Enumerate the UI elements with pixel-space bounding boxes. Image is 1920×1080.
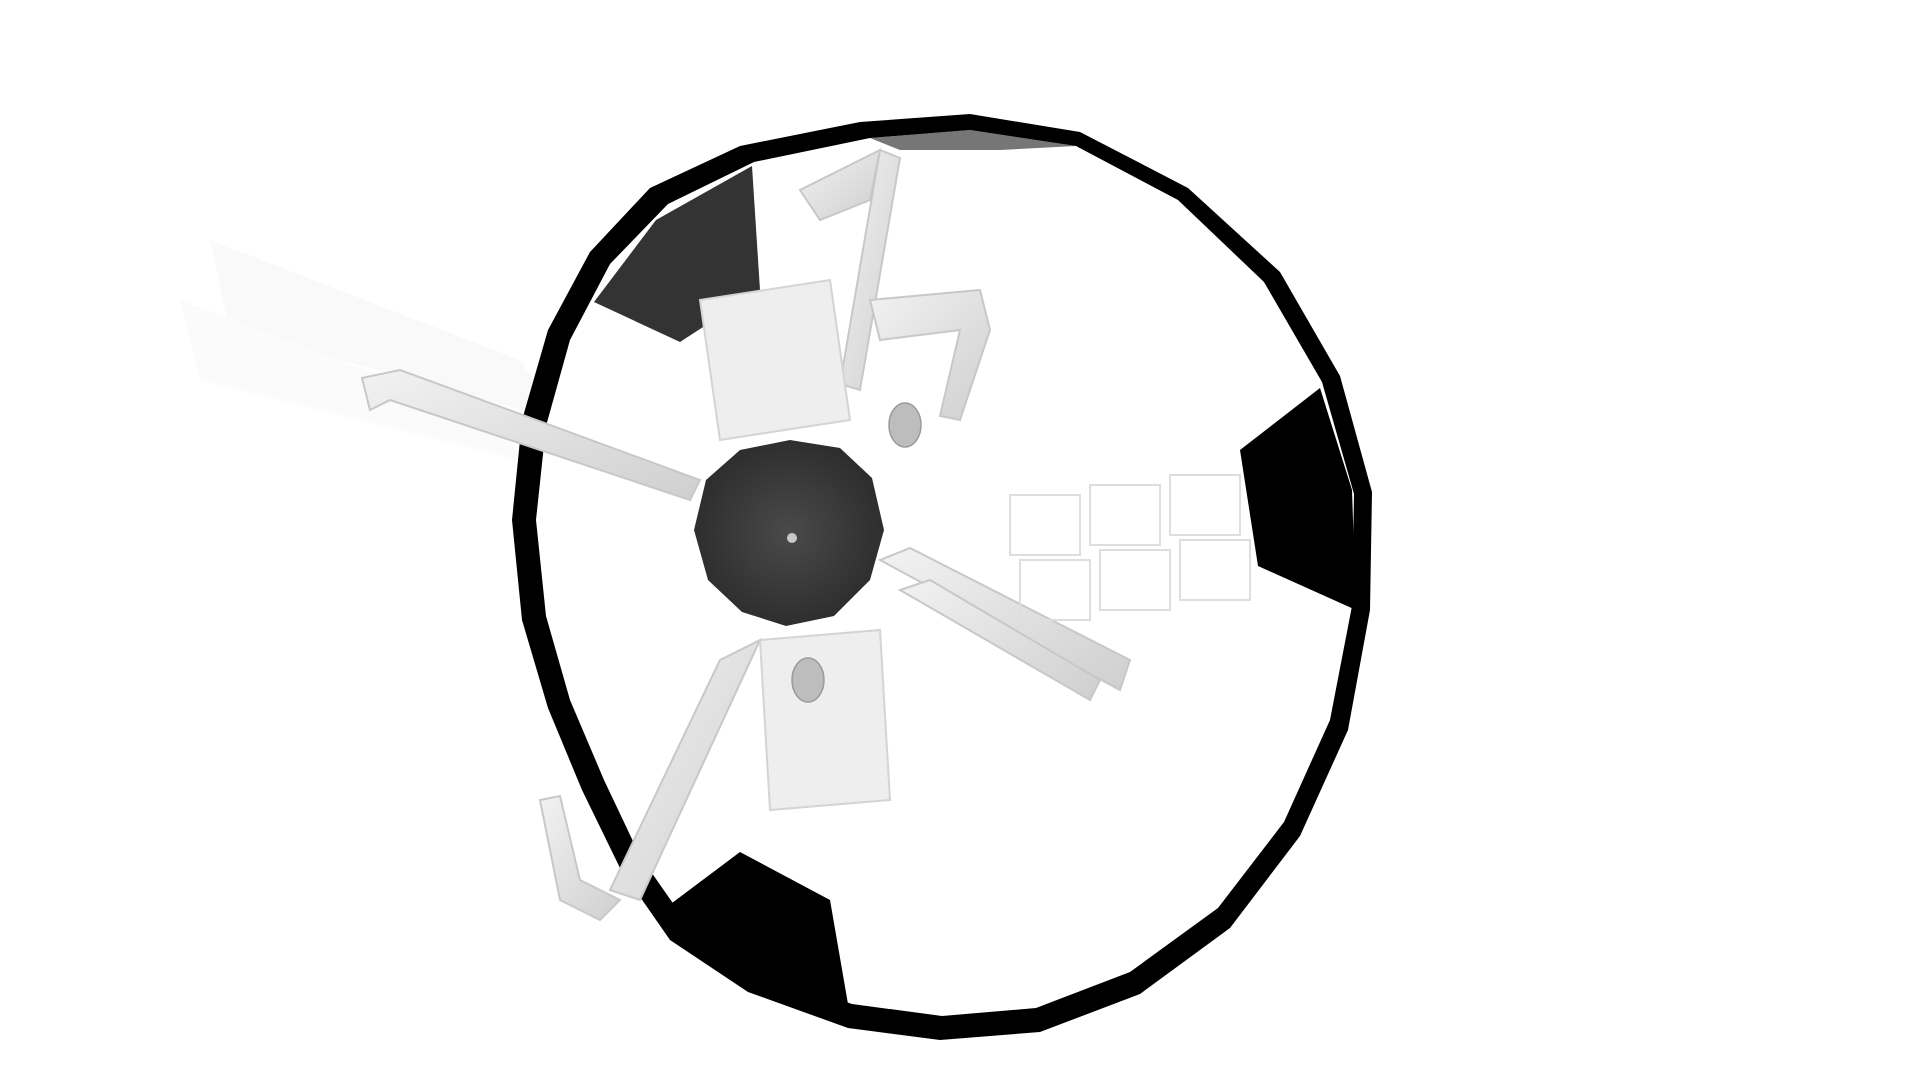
background-haze bbox=[180, 240, 560, 460]
face-grid bbox=[1009, 474, 1251, 621]
turbine-details bbox=[791, 402, 922, 703]
ball-panel-right bbox=[1240, 388, 1356, 610]
central-hub bbox=[694, 440, 884, 626]
ball-panel-bottom-left bbox=[660, 852, 848, 1004]
ball-panel-top-rim-shadow bbox=[870, 130, 1076, 150]
hub-center-dot bbox=[787, 533, 797, 543]
